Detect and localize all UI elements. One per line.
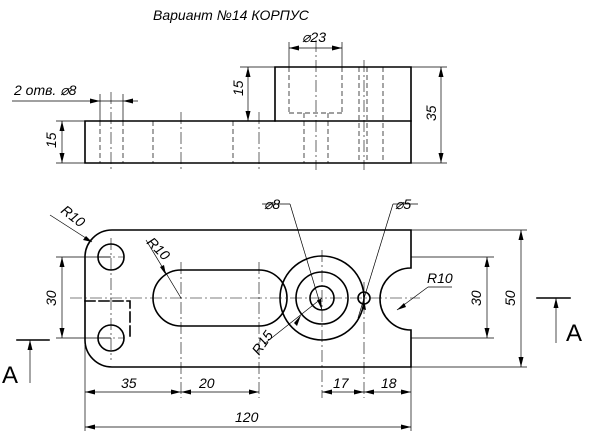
section-marker-left: А — [2, 339, 50, 389]
section-marker-right: А — [536, 297, 582, 347]
width-right-label: 30 — [468, 290, 484, 306]
boss-hole-label: ⌀8 — [264, 196, 280, 212]
corner-radius-label: R10 — [58, 202, 88, 231]
dim-35-label: 35 — [423, 105, 439, 121]
small-hole-label: ⌀5 — [395, 196, 411, 212]
length-18-label: 18 — [381, 375, 397, 391]
dim-notch-radius: R10 — [396, 270, 453, 311]
dim-15-upper-label: 15 — [230, 80, 246, 96]
front-center-lines — [110, 40, 365, 170]
dim-height-total: 35 — [411, 66, 447, 164]
length-35-label: 35 — [121, 375, 137, 391]
boss-diameter-label: ⌀23 — [302, 29, 326, 45]
plan-center-lines — [70, 238, 420, 398]
section-label-left: А — [2, 362, 18, 389]
boss-radius-label: R15 — [248, 327, 276, 357]
dim-width-right: 30 — [411, 256, 494, 339]
notch-radius-label: R10 — [427, 270, 453, 286]
slot-radius-label: R10 — [144, 234, 174, 264]
dim-corner-radius: R10 — [49, 202, 93, 243]
section-label-right: А — [566, 320, 582, 347]
plan-view: R10 R10 R15 R10 ⌀8 — [2, 196, 582, 431]
length-20-label: 20 — [198, 375, 215, 391]
dim-width-overall: 50 — [411, 229, 527, 368]
dim-length-row: 35 20 17 18 120 — [84, 345, 412, 431]
dim-15-base-label: 15 — [43, 132, 59, 148]
width-left-label: 30 — [43, 290, 59, 306]
length-total-label: 120 — [235, 409, 259, 425]
dim-boss-hole-leader: ⌀8 — [262, 196, 323, 311]
dim-height-base: 15 — [43, 120, 85, 164]
dim-holes-note: 2 отв. ⌀8 — [12, 82, 138, 121]
length-17-label: 17 — [333, 375, 350, 391]
front-view: 35 15 15 2 отв. ⌀8 — [12, 29, 447, 170]
dim-boss-diameter: ⌀23 — [288, 29, 343, 67]
dim-slot-radius: R10 — [144, 234, 182, 299]
drawing-title: Вариант №14 КОРПУС — [153, 7, 310, 23]
dim-width-left: 30 — [43, 256, 111, 339]
dim-height-step: 15 — [230, 66, 275, 122]
dim-small-hole-leader: ⌀5 — [357, 196, 418, 319]
front-hidden-lines — [99, 67, 384, 163]
width-overall-label: 50 — [502, 290, 518, 306]
section-cut-line — [84, 300, 131, 341]
plan-outline — [84, 229, 412, 368]
holes-note-label: 2 отв. ⌀8 — [13, 82, 77, 98]
